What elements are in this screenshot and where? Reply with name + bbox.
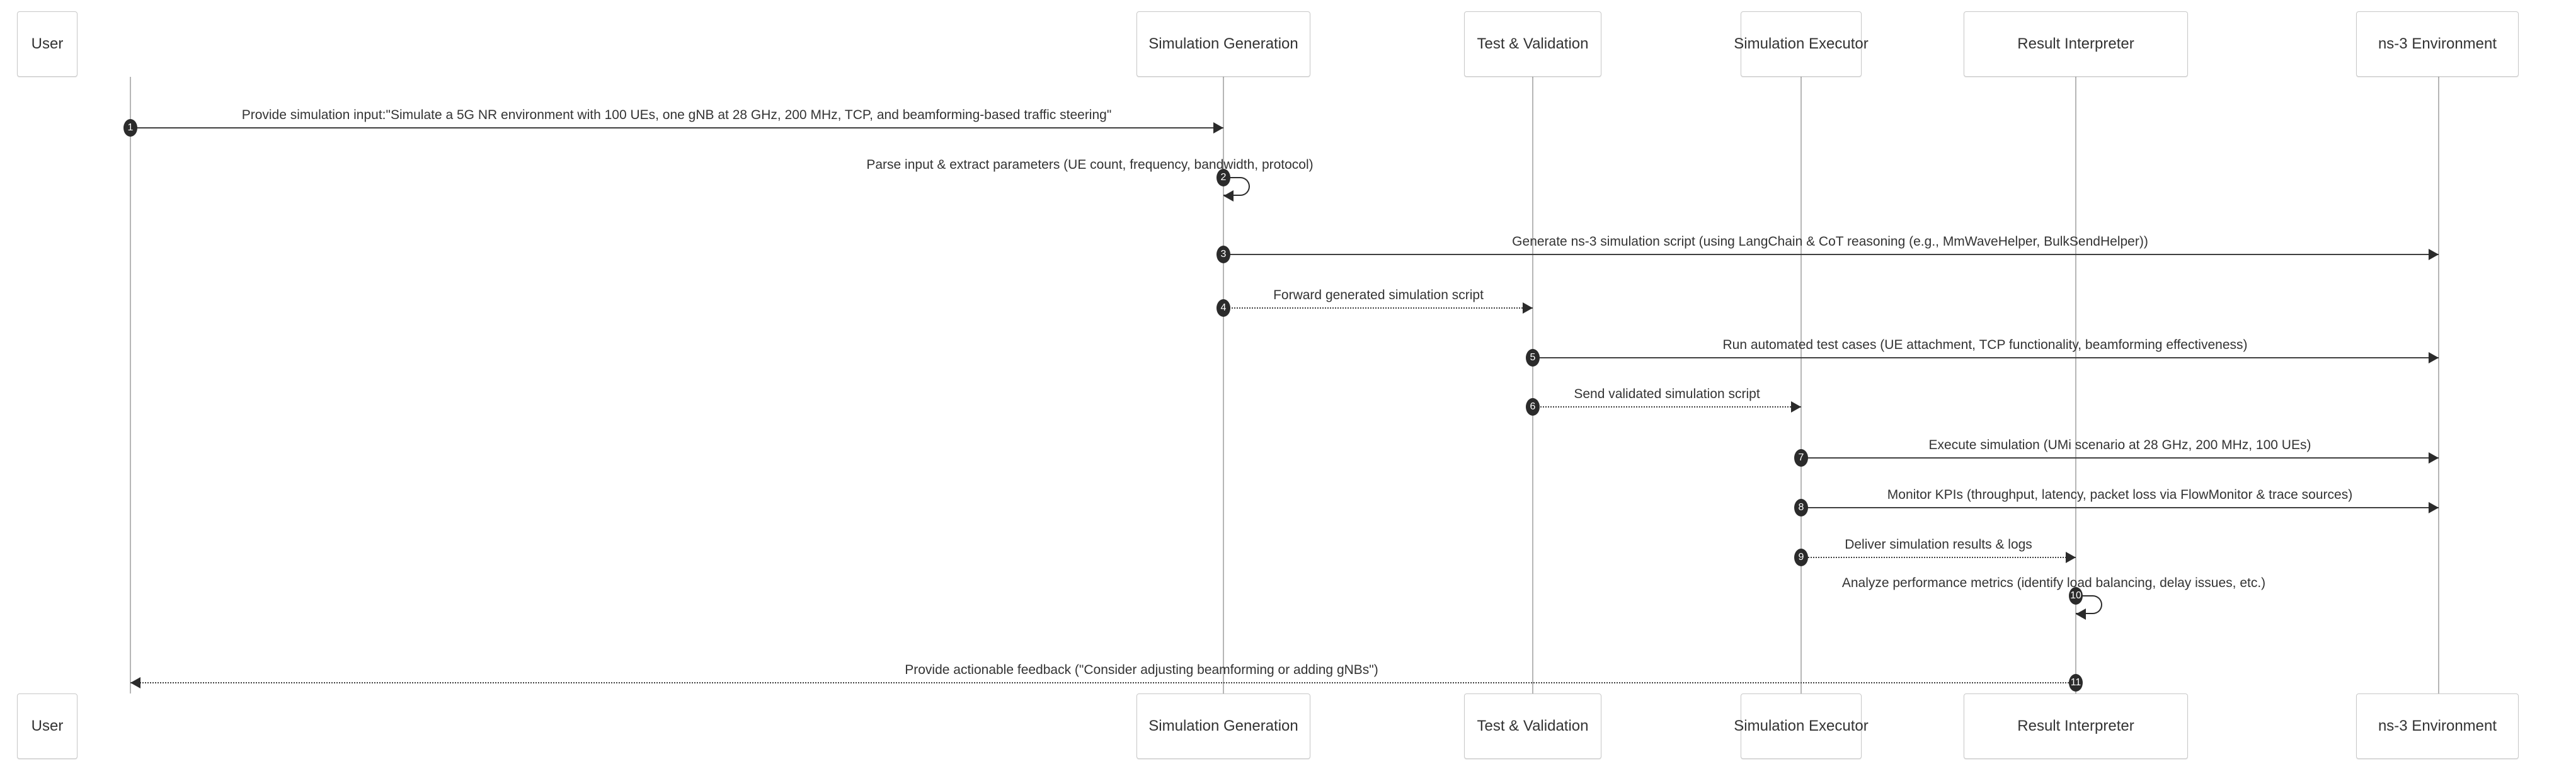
sequence-number-marker: 9 [1794, 549, 1808, 566]
lifeline-simgen [1223, 77, 1224, 693]
arrowhead-11 [130, 677, 140, 688]
message-line-3 [1223, 254, 2439, 255]
message-label-4: Forward generated simulation script [1273, 288, 1484, 302]
lifeline-resultint [2075, 77, 2076, 693]
actor-label: User [31, 717, 64, 734]
sequence-number-marker: 7 [1794, 449, 1808, 467]
actor-label: Test & Validation [1477, 717, 1589, 734]
sequence-number-marker: 5 [1526, 349, 1540, 367]
actor-box-bottom-simexec[interactable]: Simulation Executor [1734, 693, 1869, 759]
message-label-11: Provide actionable feedback ("Consider a… [905, 663, 1378, 677]
message-label-3: Generate ns-3 simulation script (using L… [1512, 234, 2148, 249]
sequence-number-marker: 8 [1794, 499, 1808, 516]
message-label-2: Parse input & extract parameters (UE cou… [866, 157, 1314, 172]
actor-label: ns-3 Environment [2378, 35, 2497, 52]
lifeline-testval [1532, 77, 1533, 693]
message-label-8: Monitor KPIs (throughput, latency, packe… [1887, 488, 2353, 502]
actor-box-top-user[interactable]: User [17, 11, 77, 77]
actor-label: ns-3 Environment [2378, 717, 2497, 734]
arrowhead-10 [2076, 608, 2086, 620]
self-message-loop-2 [1223, 177, 1250, 196]
arrowhead-5 [2429, 352, 2439, 363]
actor-label: Simulation Executor [1734, 717, 1869, 734]
arrowhead-2 [1223, 190, 1234, 202]
message-line-7 [1801, 457, 2439, 459]
actor-label: Result Interpreter [2017, 717, 2134, 734]
lifeline-ns3 [2438, 77, 2439, 693]
actor-box-bottom-simgen[interactable]: Simulation Generation [1136, 693, 1310, 759]
actor-label: Simulation Executor [1734, 35, 1869, 52]
message-label-10: Analyze performance metrics (identify lo… [1841, 576, 2266, 590]
sequence-number-marker: 2 [1216, 169, 1230, 186]
message-label-5: Run automated test cases (UE attachment,… [1722, 338, 2248, 352]
message-label-9: Deliver simulation results & logs [1845, 537, 2032, 552]
actor-label: Simulation Generation [1148, 717, 1298, 734]
actor-label: Test & Validation [1477, 35, 1589, 52]
message-label-1: Provide simulation input:"Simulate a 5G … [241, 108, 1112, 122]
actor-label: User [31, 35, 64, 52]
actor-box-bottom-ns3[interactable]: ns-3 Environment [2356, 693, 2519, 759]
arrowhead-6 [1791, 401, 1801, 413]
lifeline-simexec [1800, 77, 1802, 693]
message-line-4 [1223, 307, 1533, 309]
self-message-loop-10 [2076, 595, 2102, 614]
actor-box-top-resultint[interactable]: Result Interpreter [1964, 11, 2188, 77]
actor-box-top-simexec[interactable]: Simulation Executor [1734, 11, 1869, 77]
actor-box-top-simgen[interactable]: Simulation Generation [1136, 11, 1310, 77]
arrowhead-1 [1213, 122, 1223, 134]
sequence-number-marker: 1 [123, 119, 137, 137]
arrowhead-9 [2066, 552, 2076, 563]
sequence-number-marker: 3 [1216, 246, 1230, 263]
arrowhead-8 [2429, 502, 2439, 513]
actor-box-top-ns3[interactable]: ns-3 Environment [2356, 11, 2519, 77]
message-line-8 [1801, 507, 2439, 508]
message-line-6 [1533, 406, 1801, 408]
actor-box-bottom-user[interactable]: User [17, 693, 77, 759]
actor-box-bottom-testval[interactable]: Test & Validation [1464, 693, 1601, 759]
arrowhead-7 [2429, 452, 2439, 464]
message-label-6: Send validated simulation script [1574, 387, 1760, 401]
actor-box-bottom-resultint[interactable]: Result Interpreter [1964, 693, 2188, 759]
lifeline-user [130, 77, 131, 693]
actor-box-top-testval[interactable]: Test & Validation [1464, 11, 1601, 77]
message-line-9 [1801, 557, 2076, 558]
message-line-1 [130, 127, 1223, 128]
message-label-7: Execute simulation (UMi scenario at 28 G… [1928, 438, 2311, 452]
sequence-number-marker: 4 [1216, 299, 1230, 317]
sequence-number-marker: 10 [2069, 587, 2083, 605]
actor-label: Result Interpreter [2017, 35, 2134, 52]
sequence-number-marker: 6 [1526, 398, 1540, 416]
actor-label: Simulation Generation [1148, 35, 1298, 52]
arrowhead-3 [2429, 249, 2439, 260]
arrowhead-4 [1523, 302, 1533, 314]
sequence-number-marker: 11 [2069, 674, 2083, 692]
message-line-5 [1533, 357, 2439, 358]
message-line-11 [130, 682, 2076, 683]
